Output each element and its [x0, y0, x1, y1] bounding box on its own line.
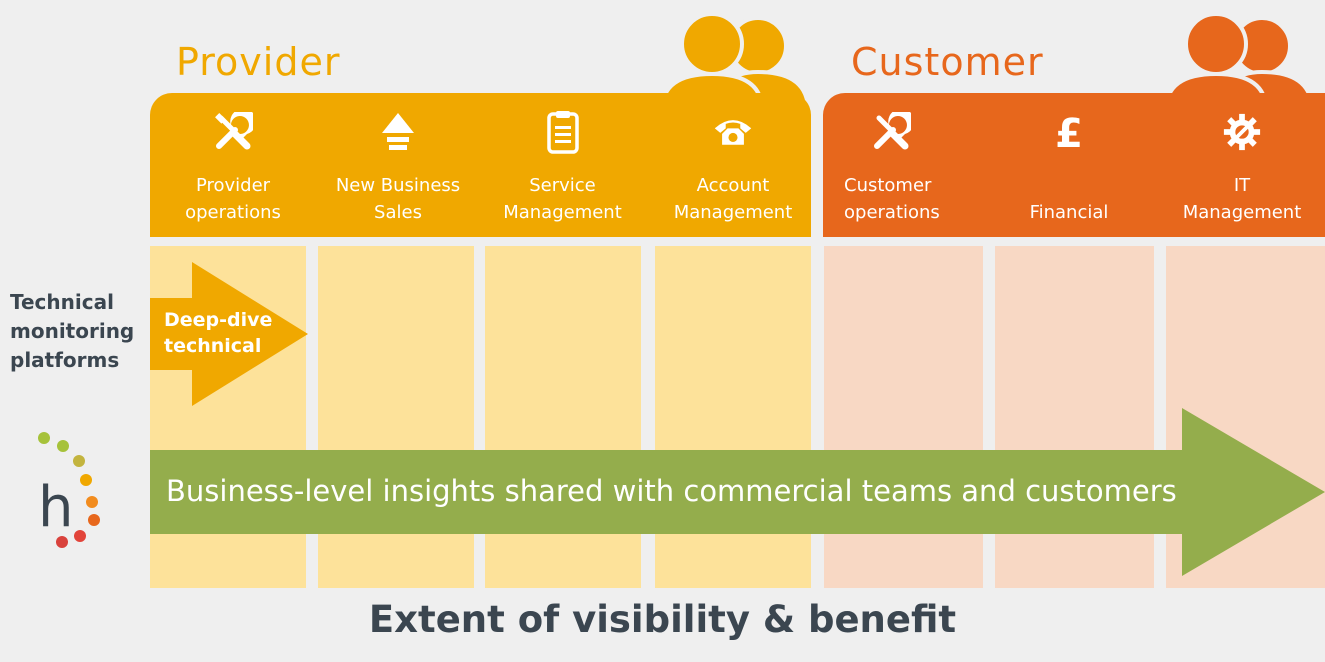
column-label: New Business Sales — [335, 175, 461, 223]
tools-icon — [871, 110, 911, 154]
customer-title: Customer — [851, 40, 1044, 84]
deep-dive-arrow — [150, 262, 308, 406]
column-account-management: Account Management — [655, 110, 811, 235]
column-customer-operations: Customer operations — [823, 110, 973, 235]
column-label: Customer operations — [844, 175, 940, 223]
svg-text:£: £ — [1055, 111, 1083, 153]
column-new-business-sales: New Business Sales — [318, 110, 478, 235]
column-label: IT Management — [1182, 175, 1302, 223]
insights-label: Business-level insights shared with comm… — [166, 474, 1177, 508]
provider-header-band — [150, 93, 811, 237]
bottom-title: Extent of visibility & benefit — [368, 598, 957, 641]
telephone-icon — [713, 110, 753, 154]
logo-h-icon: h — [38, 432, 100, 548]
tools-icon — [213, 110, 253, 154]
gear-wrench-icon — [1222, 110, 1262, 154]
clipboard-icon — [543, 110, 583, 154]
column-label: Provider operations — [185, 175, 281, 223]
eject-arrow-icon — [378, 110, 418, 154]
column-label: Account Management — [673, 175, 793, 223]
column-label: Financial — [1029, 202, 1109, 223]
deep-dive-label: Deep-dive technical — [164, 309, 273, 357]
provider-title: Provider — [176, 40, 341, 84]
svg-text:h: h — [38, 475, 74, 540]
insights-arrow — [150, 408, 1325, 576]
column-financial: £ Financial — [995, 110, 1143, 235]
pound-icon: £ — [1049, 110, 1089, 154]
technical-monitoring-label: Technical monitoring platforms — [10, 290, 135, 372]
column-provider-operations: Provider operations — [150, 110, 316, 235]
column-it-management: IT Management — [1162, 110, 1322, 235]
column-service-management: Service Management — [484, 110, 641, 235]
column-label: Service Management — [503, 175, 622, 223]
